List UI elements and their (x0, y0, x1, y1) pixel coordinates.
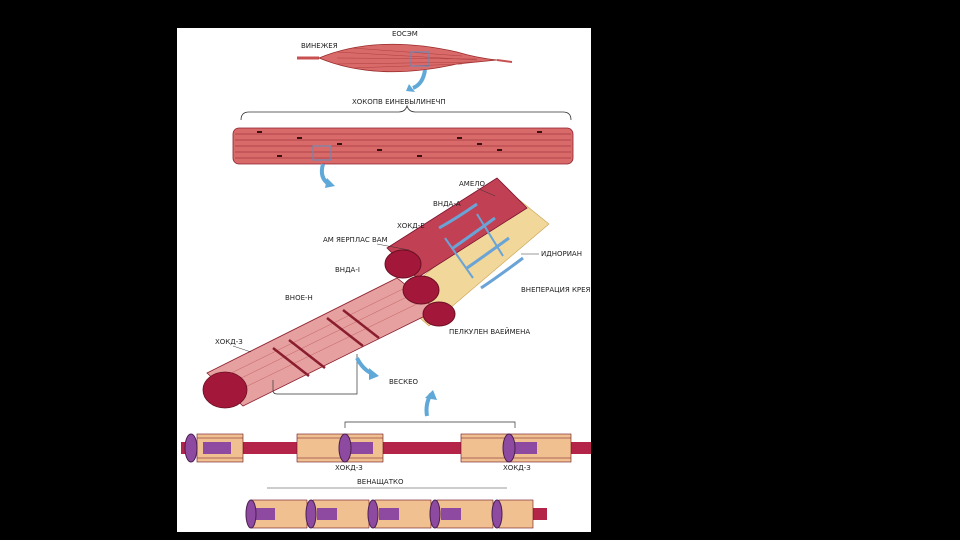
label-zdisk-b: ХОКД-З (503, 464, 531, 472)
label-band-i: ВНДА-І (335, 266, 360, 274)
label-disk-z-left: ХОКД-З (215, 338, 243, 346)
arrow-icon (319, 163, 335, 188)
label-sarcolemma: АМЕЛО (459, 180, 486, 188)
muscle-structure-diagram: ЕОСЭМ ВИНЕЖЕЯ ХОКОПВ ЕИНЕВЫЛИНЕЧП (181, 30, 591, 529)
label-sarcoplasmic-reticulum: АМ ЯЕРПЛАС ВАМ (323, 236, 388, 244)
label-disk-z: ХОКД-Е (397, 222, 425, 230)
label-mitochondria: ИДНОРИАН (541, 250, 582, 258)
label-sarcomere: ВЕСКЕО (389, 378, 419, 386)
sarcomere-bracket (344, 421, 516, 428)
arrow-icon (424, 390, 437, 417)
label-zdisk-a: ХОКД-З (335, 464, 363, 472)
label-tendon: ВИНЕЖЕЯ (301, 42, 338, 50)
label-band-h: ВНОЕ-Н (285, 294, 313, 302)
brace (240, 104, 572, 121)
relaxed-sarcomere (181, 433, 591, 463)
label-muscle: ЕОСЭМ (392, 30, 418, 38)
arrow-icon (406, 69, 427, 92)
fascicle-bundle (232, 127, 574, 165)
label-sarcoplasm: ПЕЛКУЛЕН ВАЕЙМЕНА (449, 327, 530, 336)
whole-muscle (297, 43, 513, 73)
diagram-panel: ЕОСЭМ ВИНЕЖЕЯ ХОКОПВ ЕИНЕВЫЛИНЕЧП (177, 28, 591, 532)
label-band-a: ВНДА-А (433, 200, 461, 208)
label-fascicle: ХОКОПВ ЕИНЕВЫЛИНЕЧП (352, 98, 446, 106)
myofibril-detail (202, 177, 550, 409)
arrow-icon (355, 357, 379, 380)
contracted-sarcomere (245, 499, 547, 529)
label-contracted: ВЕНАЩАТКО (357, 478, 404, 486)
label-t-tubule: ВНЕПЕРАЦИЯ КРЕЯЧУЗ (521, 286, 591, 294)
